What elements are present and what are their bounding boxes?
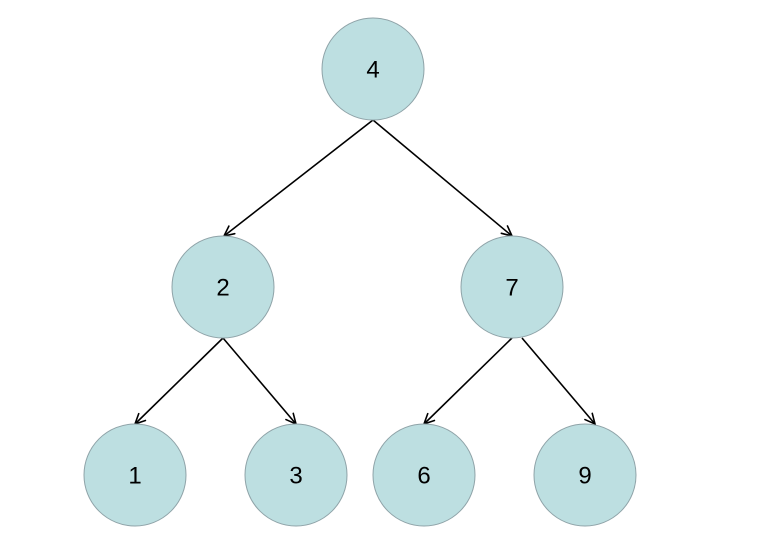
node-circle <box>244 423 348 527</box>
edge-4-to-7 <box>372 119 514 238</box>
tree-node-7: 7 <box>460 235 564 339</box>
node-label: 9 <box>578 463 591 490</box>
node-circle <box>171 235 275 339</box>
node-circle <box>372 423 476 527</box>
edge-line <box>222 337 297 425</box>
tree-node-1: 1 <box>83 423 187 527</box>
arrowhead-icon <box>584 412 597 426</box>
edge-line <box>223 119 374 237</box>
node-label: 4 <box>366 57 379 84</box>
nodes: 4 2 7 1 3 6 9 <box>83 17 637 527</box>
node-circle <box>460 235 564 339</box>
edge-7-to-9 <box>521 337 597 426</box>
node-label: 7 <box>505 275 518 302</box>
edge-line <box>521 337 596 425</box>
node-circle <box>83 423 187 527</box>
tree-node-2: 2 <box>171 235 275 339</box>
tree-node-6: 6 <box>372 423 476 527</box>
edge-line <box>423 337 513 425</box>
tree-node-9: 9 <box>533 423 637 527</box>
node-label: 6 <box>417 463 430 490</box>
node-circle <box>533 423 637 527</box>
node-circle <box>321 17 425 121</box>
tree-node-3: 3 <box>244 423 348 527</box>
edge-line <box>372 119 513 237</box>
edge-2-to-3 <box>222 337 298 426</box>
node-label: 1 <box>128 463 141 490</box>
node-label: 3 <box>289 463 302 490</box>
tree-node-4: 4 <box>321 17 425 121</box>
edge-line <box>134 337 224 425</box>
edge-4-to-2 <box>222 119 374 238</box>
node-label: 2 <box>216 275 229 302</box>
edge-7-to-6 <box>422 337 513 426</box>
edges <box>133 119 597 426</box>
edge-2-to-1 <box>133 337 224 426</box>
